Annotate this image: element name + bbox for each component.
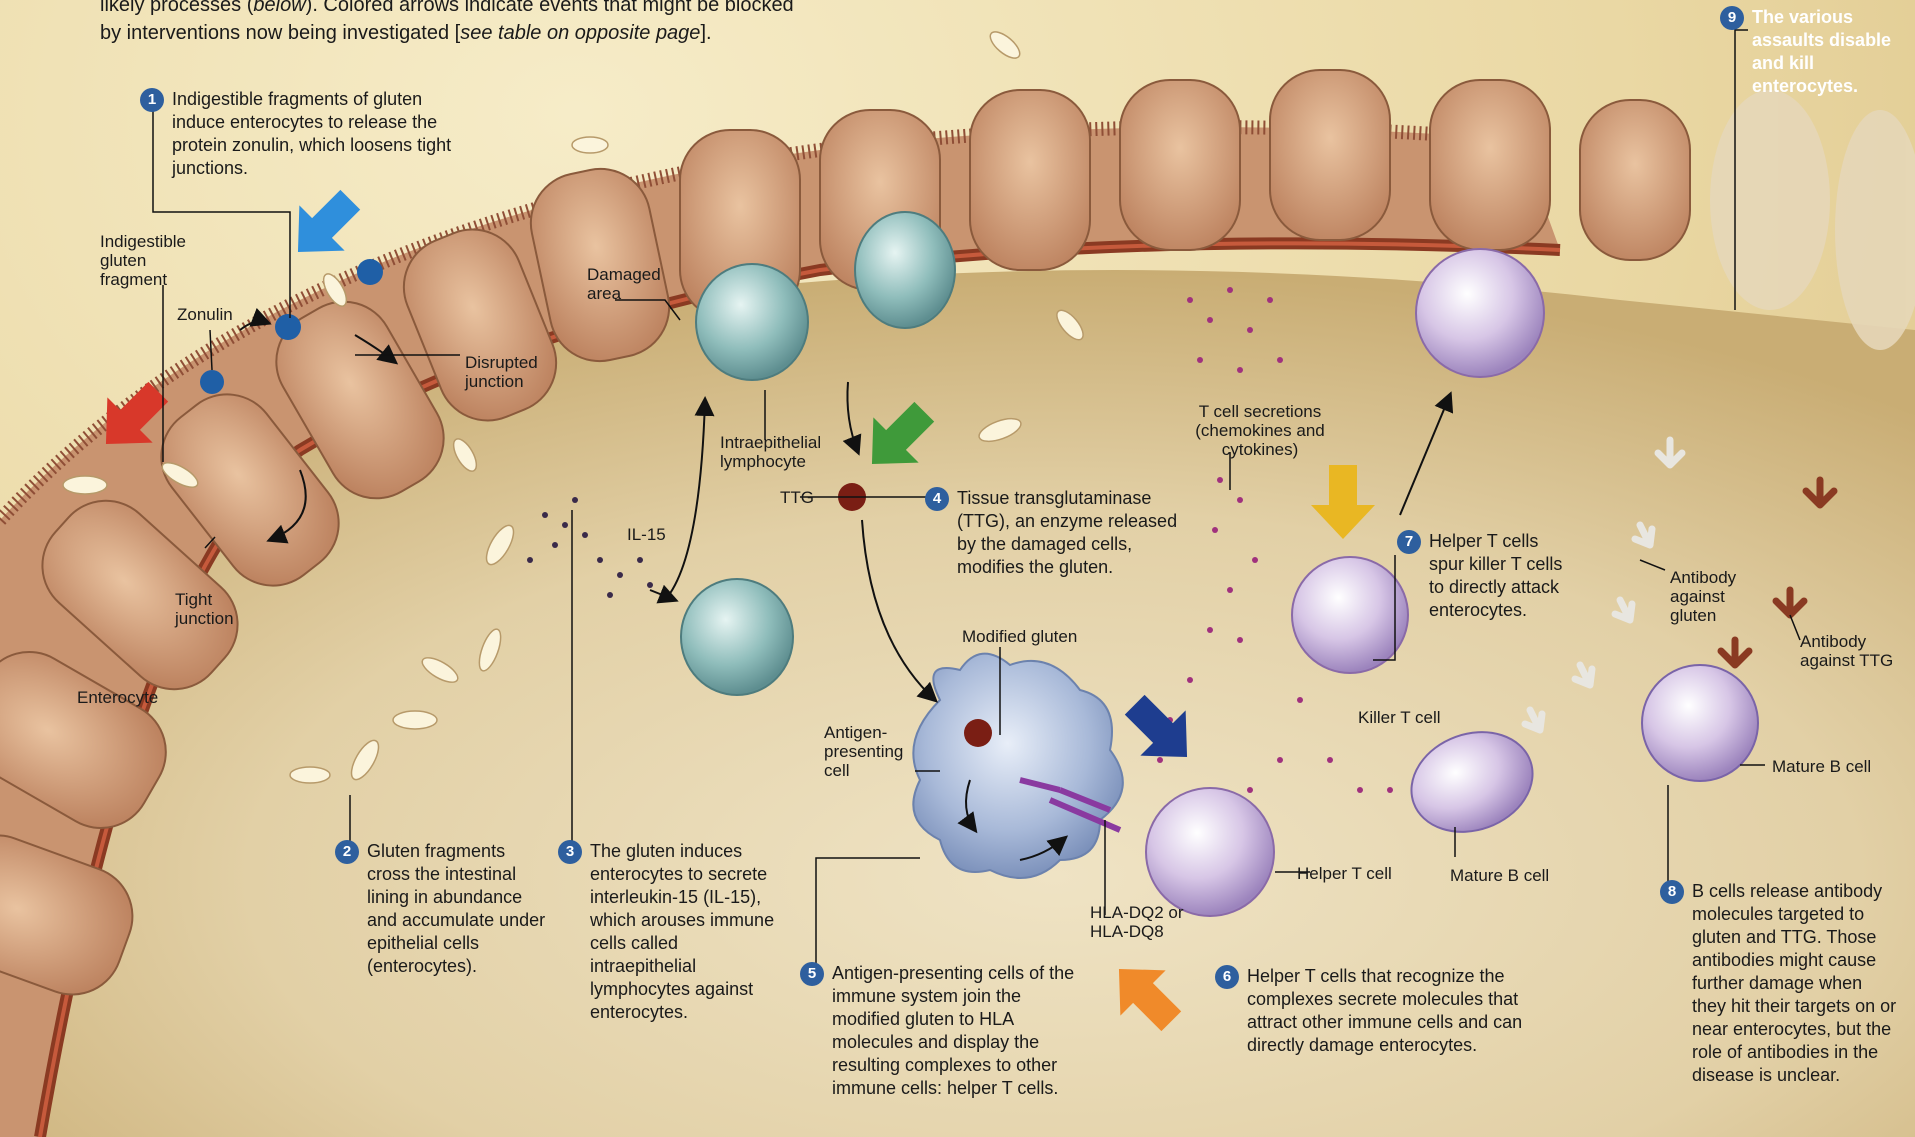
label-disrupted-junction: Disrupted junction [465, 353, 555, 391]
step-2-badge: 2 [335, 840, 359, 864]
label-antibody-ttg: Antibody against TTG [1800, 632, 1895, 670]
zonulin-bound-2 [357, 259, 383, 285]
modified-gluten [964, 719, 992, 747]
label-intraepithelial-lymphocyte: Intraepithelial lymphocyte [720, 433, 840, 471]
label-antigen-presenting-cell: Antigen-presenting cell [824, 723, 914, 780]
label-ttg: TTG [780, 488, 814, 507]
killer-t-cell-top [1416, 249, 1544, 377]
label-mature-b-cell: Mature B cell [1450, 866, 1549, 885]
header-line-2: by interventions now being investigated … [100, 22, 712, 45]
label-killer-t-cell: Killer T cell [1358, 708, 1441, 727]
helper-t-cell [1146, 788, 1274, 916]
step-8: 8 B cells release antibody molecules tar… [1660, 880, 1900, 1087]
label-hla: HLA-DQ2 or HLA-DQ8 [1090, 903, 1200, 941]
step-9: 9 The various assaults disable and kill … [1720, 6, 1910, 98]
step-6: 6 Helper T cells that recognize the comp… [1215, 965, 1550, 1057]
step-5-text: Antigen-presenting cells of the immune s… [832, 962, 1090, 1100]
step-6-text: Helper T cells that recognize the comple… [1247, 965, 1550, 1057]
label-zonulin: Zonulin [177, 305, 233, 324]
label-tight-junction: Tight junction [175, 590, 255, 628]
intraepithelial-lymphocyte-2 [855, 212, 955, 328]
header-line-1: likely processes (below). Colored arrows… [100, 0, 794, 17]
mature-b-cell-2 [1642, 665, 1758, 781]
step-3-badge: 3 [558, 840, 582, 864]
label-enterocyte: Enterocyte [77, 688, 158, 707]
label-indigestible-gluten-fragment: Indigestible gluten fragment [100, 232, 210, 289]
label-t-cell-secretions: T cell secretions (chemokines and cytoki… [1185, 402, 1335, 459]
step-7: 7 Helper T cells spur killer T cells to … [1397, 530, 1577, 622]
step-4-text: Tissue transglutaminase (TTG), an enzyme… [957, 487, 1190, 579]
step-2-text: Gluten fragments cross the intestinal li… [367, 840, 550, 978]
step-5-badge: 5 [800, 962, 824, 986]
step-6-badge: 6 [1215, 965, 1239, 989]
intraepithelial-lymphocyte-3 [681, 579, 793, 695]
step-8-text: B cells release antibody molecules targe… [1692, 880, 1900, 1087]
step-4: 4 Tissue transglutaminase (TTG), an enzy… [925, 487, 1190, 579]
label-helper-t-cell: Helper T cell [1297, 864, 1392, 883]
zonulin-bound [275, 314, 301, 340]
step-7-badge: 7 [1397, 530, 1421, 554]
killer-t-cell [1292, 557, 1408, 673]
step-9-badge: 9 [1720, 6, 1744, 30]
step-3: 3 The gluten induces enterocytes to secr… [558, 840, 788, 1024]
label-damaged-area: Damaged area [587, 265, 667, 303]
step-5: 5 Antigen-presenting cells of the immune… [800, 962, 1090, 1100]
step-1-badge: 1 [140, 88, 164, 112]
label-mature-b-cell-2: Mature B cell [1772, 757, 1871, 776]
label-modified-gluten: Modified gluten [962, 627, 1077, 646]
step-2: 2 Gluten fragments cross the intestinal … [335, 840, 550, 978]
step-9-text: The various assaults disable and kill en… [1752, 6, 1910, 98]
step-1-text: Indigestible fragments of gluten induce … [172, 88, 470, 180]
intraepithelial-lymphocyte [696, 264, 808, 380]
step-8-badge: 8 [1660, 880, 1684, 904]
zonulin [200, 370, 224, 394]
label-il15: IL-15 [627, 525, 666, 544]
step-3-text: The gluten induces enterocytes to secret… [590, 840, 788, 1024]
label-antibody-gluten: Antibody against gluten [1670, 568, 1750, 625]
dying-enterocytes [1710, 90, 1915, 350]
step-7-text: Helper T cells spur killer T cells to di… [1429, 530, 1577, 622]
step-4-badge: 4 [925, 487, 949, 511]
step-1: 1 Indigestible fragments of gluten induc… [140, 88, 470, 180]
